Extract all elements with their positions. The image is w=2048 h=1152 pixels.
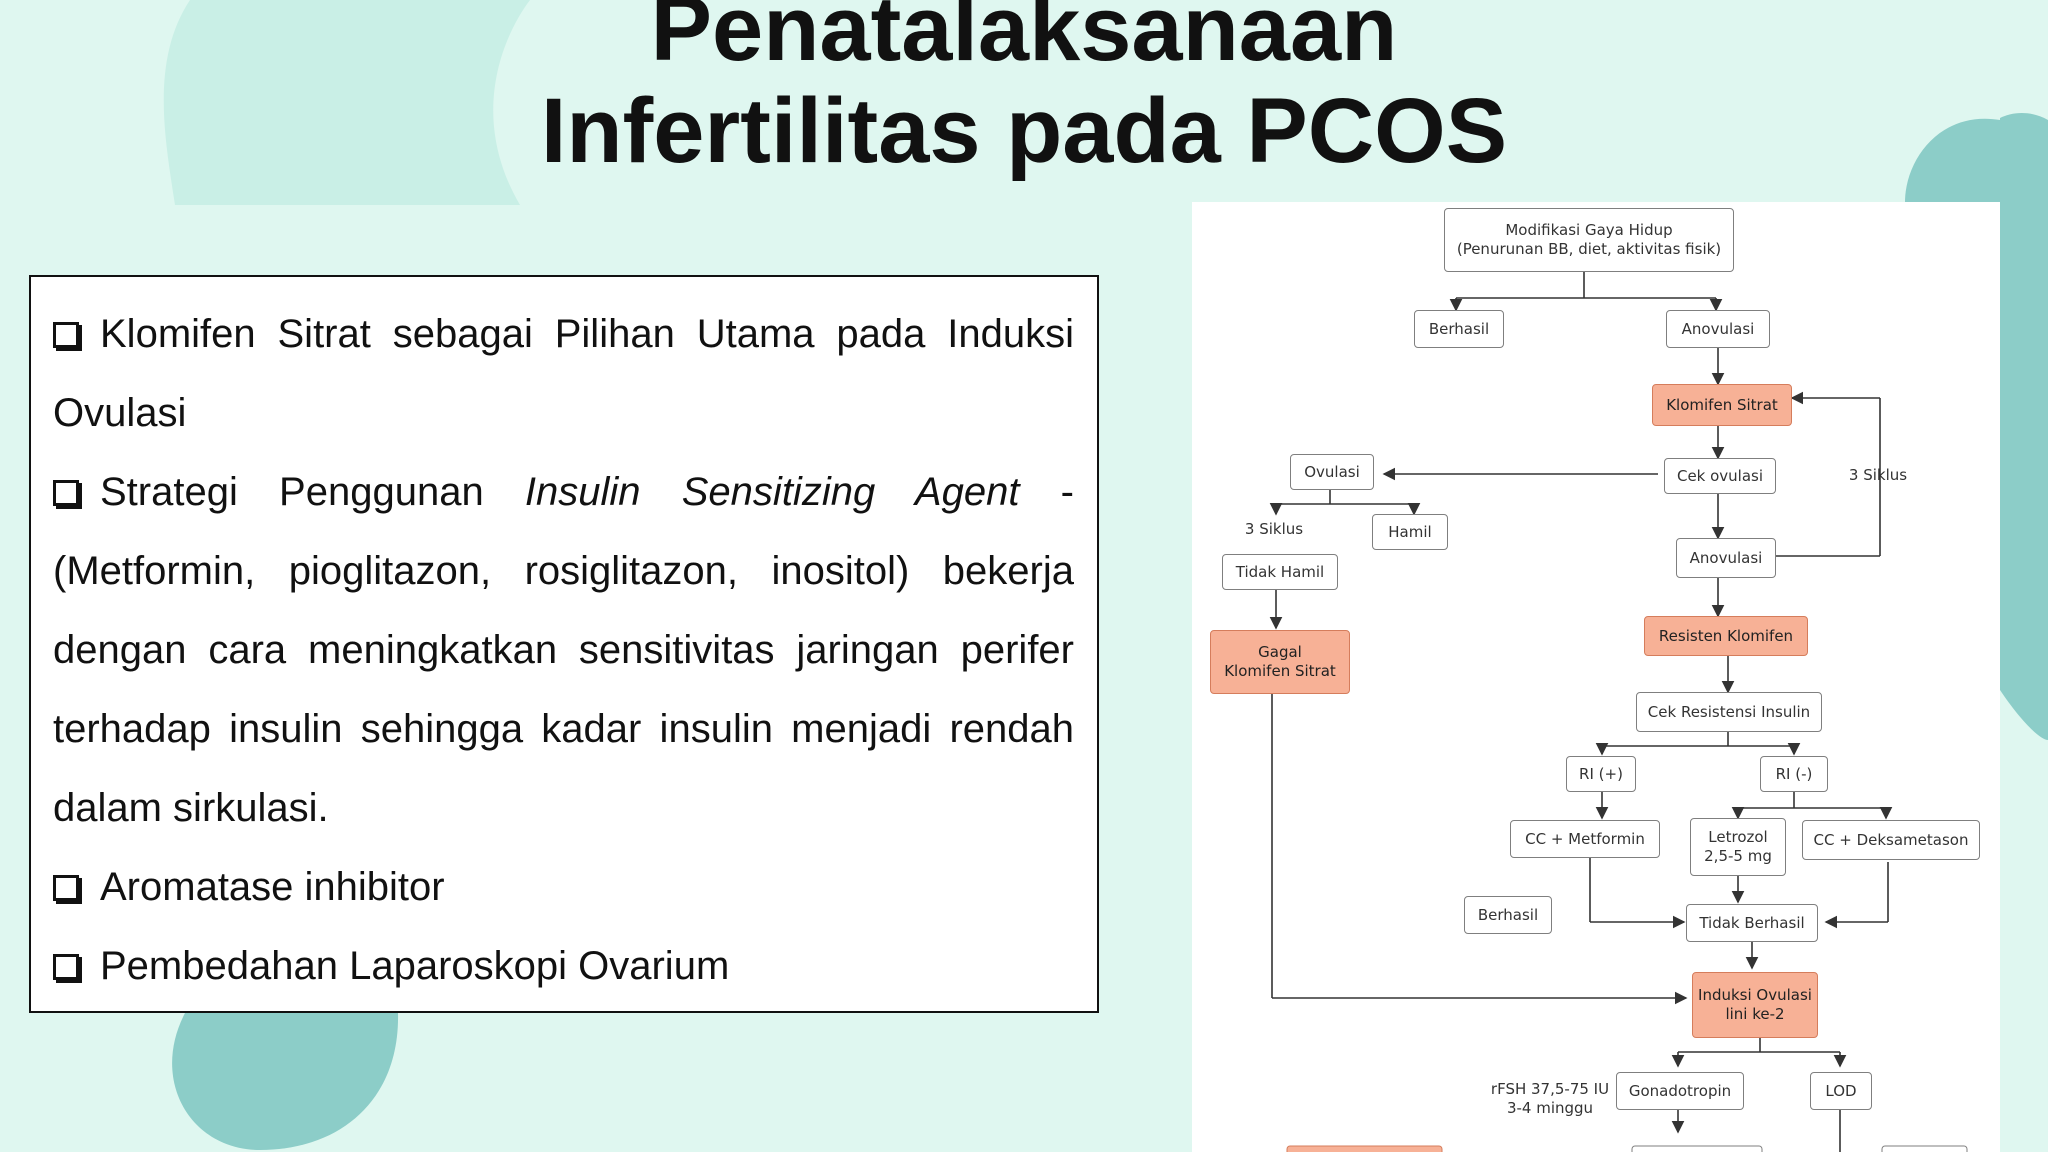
point-2: Strategi Penggunan Insulin Sensitizing A… bbox=[53, 453, 1074, 848]
box-resisten-klomifen: Resisten Klomifen bbox=[1644, 616, 1808, 656]
checkbox-bullet-icon bbox=[53, 875, 79, 901]
modifikasi-line-1: Modifikasi Gaya Hidup bbox=[1505, 221, 1673, 239]
label-rfsh: rFSH 37,5-75 IU 3-4 minggu bbox=[1472, 1080, 1628, 1118]
induksi-line-1: Induksi Ovulasi bbox=[1698, 986, 1812, 1004]
gagal-line-1: Gagal bbox=[1258, 643, 1302, 661]
title-line-2: Infertilitas pada PCOS bbox=[540, 80, 1508, 182]
box-ovulasi: Ovulasi bbox=[1290, 454, 1374, 490]
box-tidak-hamil: Tidak Hamil bbox=[1222, 554, 1338, 590]
point-2-text-a: Strategi Penggunan bbox=[100, 470, 525, 514]
modifikasi-line-2: (Penurunan BB, diet, aktivitas fisik) bbox=[1456, 240, 1722, 258]
box-cc-metformin: CC + Metformin bbox=[1510, 820, 1660, 858]
letrozol-line-1: Letrozol bbox=[1708, 828, 1768, 846]
box-cc-deksametason: CC + Deksametason bbox=[1802, 820, 1980, 860]
box-tidak-berhasil: Tidak Berhasil bbox=[1686, 904, 1818, 942]
checkbox-bullet-icon bbox=[53, 954, 79, 980]
box-berhasil-top: Berhasil bbox=[1414, 310, 1504, 348]
label-3-siklus-left: 3 Siklus bbox=[1244, 520, 1304, 538]
box-lod: LOD bbox=[1810, 1072, 1872, 1110]
point-1: Klomifen Sitrat sebagai Pilihan Utama pa… bbox=[53, 295, 1074, 453]
flowchart-connectors bbox=[1269, 272, 1968, 1152]
box-ri-positive: RI (+) bbox=[1566, 756, 1636, 792]
box-induksi-ovulasi: Induksi Ovulasi lini ke-2 bbox=[1692, 972, 1818, 1038]
rfsh-line-2: 3-4 minggu bbox=[1506, 1099, 1594, 1117]
box-gagal-klomifen-sitrat: Gagal Klomifen Sitrat bbox=[1210, 630, 1350, 694]
box-gonadotropin: Gonadotropin bbox=[1616, 1072, 1744, 1110]
point-3-text: Aromatase inhibitor bbox=[100, 865, 445, 909]
letrozol-line-2: 2,5-5 mg bbox=[1704, 847, 1772, 865]
point-4: Pembedahan Laparoskopi Ovarium bbox=[53, 927, 1074, 1006]
box-letrozol: Letrozol 2,5-5 mg bbox=[1690, 818, 1786, 876]
checkbox-bullet-icon bbox=[53, 322, 79, 348]
induksi-line-2: lini ke-2 bbox=[1725, 1005, 1785, 1023]
label-3-siklus-right: 3 Siklus bbox=[1848, 466, 1908, 484]
box-modifikasi-gaya-hidup: Modifikasi Gaya Hidup (Penurunan BB, die… bbox=[1444, 208, 1734, 272]
box-berhasil-mid: Berhasil bbox=[1464, 896, 1552, 934]
checkbox-bullet-icon bbox=[53, 480, 79, 506]
flowchart-panel: Modifikasi Gaya Hidup (Penurunan BB, die… bbox=[1192, 202, 2000, 1152]
box-anovulasi-mid: Anovulasi bbox=[1676, 538, 1776, 578]
point-2-text-b: - (Metformin, pioglitazon, rosiglitazon,… bbox=[53, 470, 1074, 830]
box-hamil: Hamil bbox=[1372, 514, 1448, 550]
point-1-text: Klomifen Sitrat sebagai Pilihan Utama pa… bbox=[53, 312, 1074, 435]
point-2-italic: Insulin Sensitizing Agent bbox=[524, 470, 1020, 514]
title-line-1: Penatalaksanaan bbox=[650, 0, 1398, 80]
box-ri-negative: RI (-) bbox=[1760, 756, 1828, 792]
point-4-text: Pembedahan Laparoskopi Ovarium bbox=[100, 944, 730, 988]
box-cek-resistensi-insulin: Cek Resistensi Insulin bbox=[1636, 692, 1822, 732]
rfsh-line-1: rFSH 37,5-75 IU bbox=[1490, 1080, 1610, 1098]
slide-title: Penatalaksanaan Infertilitas pada PCOS bbox=[0, 0, 2048, 182]
box-anovulasi-top: Anovulasi bbox=[1666, 310, 1770, 348]
box-klomifen-sitrat: Klomifen Sitrat bbox=[1652, 384, 1792, 426]
content-box: Klomifen Sitrat sebagai Pilihan Utama pa… bbox=[29, 275, 1099, 1013]
point-3: Aromatase inhibitor bbox=[53, 848, 1074, 927]
gagal-line-2: Klomifen Sitrat bbox=[1224, 662, 1336, 680]
box-cek-ovulasi: Cek ovulasi bbox=[1664, 458, 1776, 494]
